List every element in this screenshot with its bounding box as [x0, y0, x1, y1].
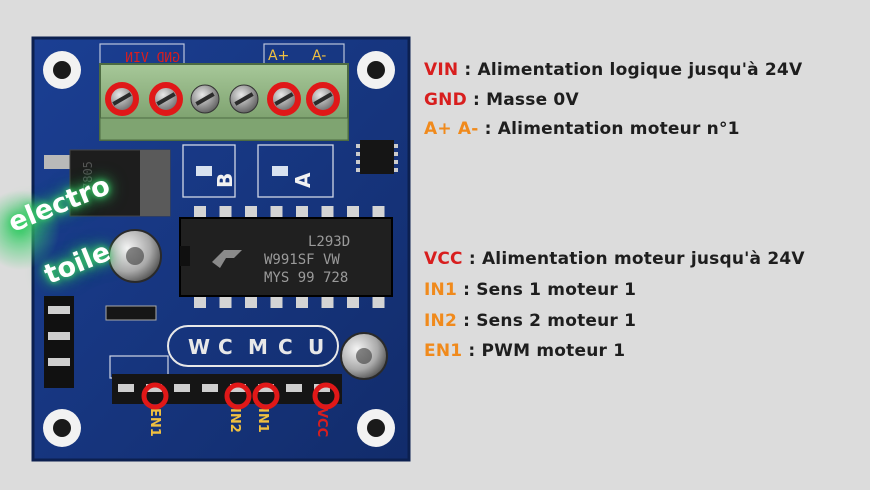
legend-description: : Alimentation moteur jusqu'à 24V — [462, 249, 805, 269]
header-pin — [258, 384, 274, 392]
header-pin — [118, 384, 134, 392]
silk-a-minus: A- — [312, 48, 326, 64]
header-pin — [286, 384, 302, 392]
l293d-chip: L293D W991SF VW MYS 99 728 — [179, 206, 393, 308]
screw-slot — [313, 92, 333, 106]
terminal-highlight — [105, 82, 139, 116]
screw-slot — [112, 92, 132, 106]
voltage-regulator: 7805 — [44, 149, 171, 217]
st-logo-icon — [212, 250, 242, 268]
legend-description: : Alimentation logique jusqu'à 24V — [458, 60, 803, 80]
terminal-highlight — [149, 82, 183, 116]
screw-slot — [234, 92, 254, 106]
legend-key: IN1 — [424, 280, 457, 300]
chip-pin — [245, 294, 257, 308]
legend-line: GND : Masse 0V — [424, 90, 579, 110]
pin-label-in1: IN1 — [255, 408, 270, 433]
legend-description: : Sens 2 moteur 1 — [456, 311, 637, 331]
legend-line: VCC : Alimentation moteur jusqu'à 24V — [424, 249, 805, 269]
legend-line: A+ A- : Alimentation moteur n°1 — [424, 119, 740, 139]
brand-letter: M — [248, 335, 268, 359]
electrolytic-capacitor-left — [108, 229, 162, 283]
chip-pin — [321, 206, 334, 220]
header-pin — [174, 384, 190, 392]
terminal-highlight — [306, 82, 340, 116]
legend-key: IN2 — [424, 311, 457, 331]
header-pin — [146, 384, 162, 392]
chip-pin — [321, 294, 334, 308]
header-pin — [202, 384, 218, 392]
chip-pin — [219, 206, 232, 220]
terminal-highlight — [267, 82, 301, 116]
legend-key: VCC — [424, 249, 463, 269]
small-smd-chip — [356, 140, 398, 174]
brand-letter: C — [218, 335, 233, 359]
pin-highlight — [312, 382, 340, 410]
brand-letter: U — [308, 335, 324, 359]
legend-line: IN1 : Sens 1 moteur 1 — [424, 280, 636, 300]
chip-pin — [296, 294, 308, 308]
chip-pin — [270, 206, 283, 220]
mounting-holes — [43, 51, 395, 447]
pin-label-vcc: VCC — [314, 408, 329, 437]
chip-pin — [219, 294, 232, 308]
chip-pin — [347, 294, 359, 308]
smd-resistor — [105, 305, 157, 321]
legend-line: VIN : Alimentation logique jusqu'à 24V — [424, 60, 802, 80]
screw-slot — [156, 92, 176, 106]
regulator-marking: 7805 — [81, 161, 95, 190]
left-header-pins — [44, 296, 74, 388]
legend-key: A+ A- — [424, 119, 479, 139]
chip-pin — [347, 206, 359, 220]
silk-gnd-vin: GND VIN — [125, 51, 180, 66]
legend-description: : Alimentation moteur n°1 — [478, 119, 740, 139]
chip-pin — [194, 294, 206, 308]
chip-pin — [372, 294, 385, 308]
header-pin — [230, 384, 246, 392]
legend-description: : Sens 1 moteur 1 — [456, 280, 637, 300]
pin-label-en1: EN1 — [147, 408, 162, 437]
status-leds: B A — [182, 144, 334, 198]
screw-terminal-block — [99, 63, 349, 141]
legend-line: EN1 : PWM moteur 1 — [424, 341, 625, 361]
chip-pin — [194, 206, 206, 220]
highlight-markers — [105, 82, 340, 410]
pin-highlight — [224, 382, 252, 410]
brand-letter: C — [278, 335, 293, 359]
silk-a-plus: A+ — [268, 48, 289, 64]
chip-pin — [270, 294, 283, 308]
electrolytic-capacitor-right — [340, 332, 388, 380]
led-label-a: A — [291, 172, 315, 188]
watermark-glow — [0, 190, 60, 270]
chip-marking-3: MYS 99 728 — [264, 270, 348, 286]
brand-letter: W — [188, 335, 210, 359]
screw-slot — [195, 92, 215, 106]
chip-marking-1: L293D — [308, 234, 350, 250]
pin-label-in2: IN2 — [227, 408, 242, 433]
legend-key: VIN — [424, 60, 459, 80]
chip-pin — [245, 206, 257, 220]
legend-description: : Masse 0V — [466, 90, 579, 110]
legend-description: : PWM moteur 1 — [462, 341, 626, 361]
led-label-b: B — [213, 173, 237, 188]
legend-line: IN2 : Sens 2 moteur 1 — [424, 311, 636, 331]
pin-highlight — [252, 382, 280, 410]
chip-marking-2: W991SF VW — [264, 252, 340, 268]
chip-pin — [296, 206, 308, 220]
legend-key: GND — [424, 90, 467, 110]
chip-pin — [372, 206, 385, 220]
legend-key: EN1 — [424, 341, 463, 361]
pin-highlight — [141, 382, 169, 410]
screw-slot — [274, 92, 294, 106]
